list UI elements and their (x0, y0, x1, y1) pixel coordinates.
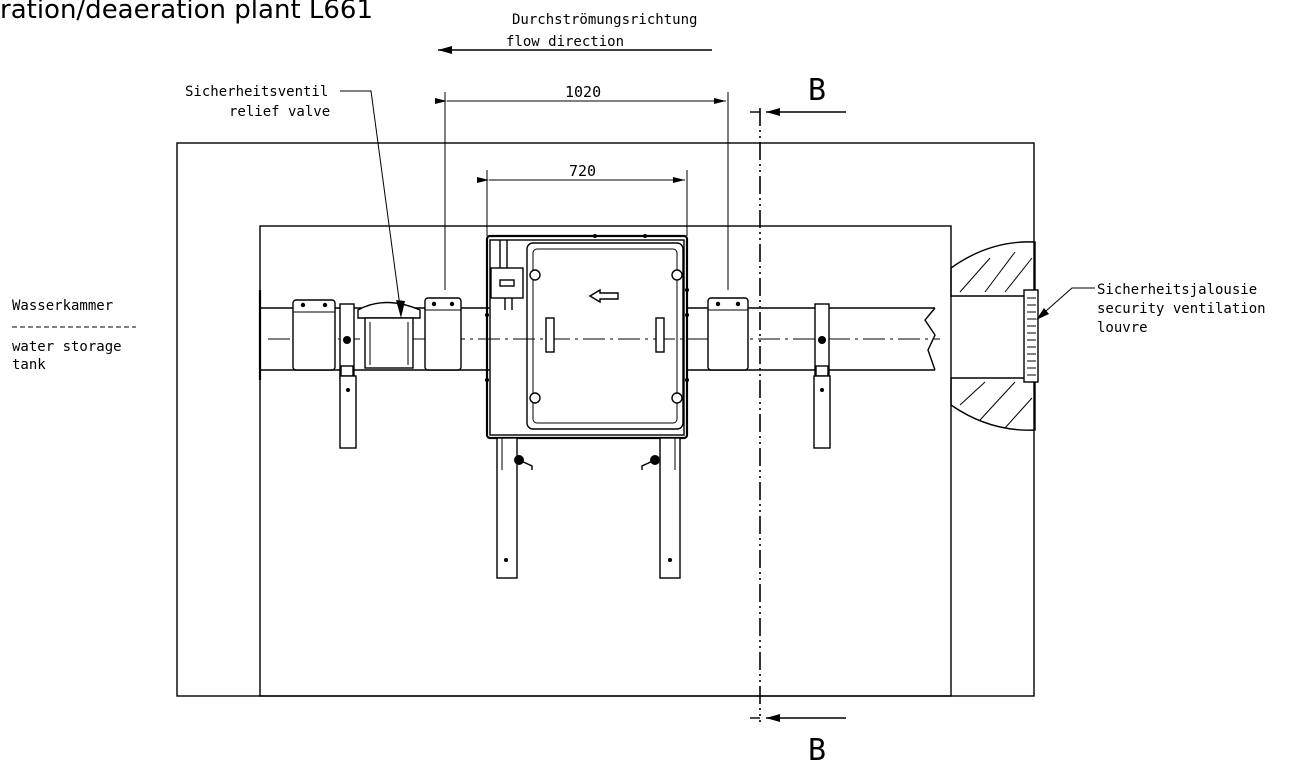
unit-leg-right (641, 437, 681, 579)
pipe-support-left-1 (339, 303, 357, 449)
deaeration-unit-housing (485, 234, 689, 440)
relief-valve (357, 301, 421, 369)
pipe-coupling-left-1 (292, 299, 336, 371)
dimension-unit (477, 170, 688, 236)
pipe-coupling-right (707, 297, 749, 371)
section-label-top: B (808, 73, 826, 108)
flow-direction-label-en: flow direction (506, 34, 624, 50)
drawing-title: ration/deaeration plant L661 (0, 0, 373, 25)
water-chamber-label-en-2: tank (12, 357, 46, 373)
dimension-overall-label: 1020 (565, 83, 601, 101)
flow-direction-label-de: Durchströmungsrichtung (512, 12, 697, 28)
relief-valve-leader (340, 90, 402, 315)
louvre-label-de: Sicherheitsjalousie (1097, 282, 1257, 298)
inner-chamber-outline (259, 225, 952, 697)
louvre-leader (1037, 287, 1095, 319)
security-louvre (1023, 289, 1039, 383)
relief-valve-label-de: Sicherheitsventil (185, 84, 328, 100)
unit-leg-left (496, 437, 533, 579)
pipe-support-right (813, 303, 831, 449)
water-chamber-label-en-1: water storage (12, 339, 122, 355)
dimension-overall (435, 92, 729, 290)
louvre-label-en-1: security ventilation (1097, 301, 1266, 317)
flow-arrow-icon (588, 288, 619, 304)
section-label-bottom: B (808, 733, 826, 763)
water-chamber-label-de: Wasserkammer (12, 298, 113, 314)
louvre-label-en-2: louvre (1097, 320, 1148, 336)
relief-valve-label-en: relief valve (229, 104, 330, 120)
dimension-unit-label: 720 (569, 162, 596, 180)
wall-penetration (950, 241, 1036, 431)
pipe-coupling-left-2 (424, 297, 462, 371)
